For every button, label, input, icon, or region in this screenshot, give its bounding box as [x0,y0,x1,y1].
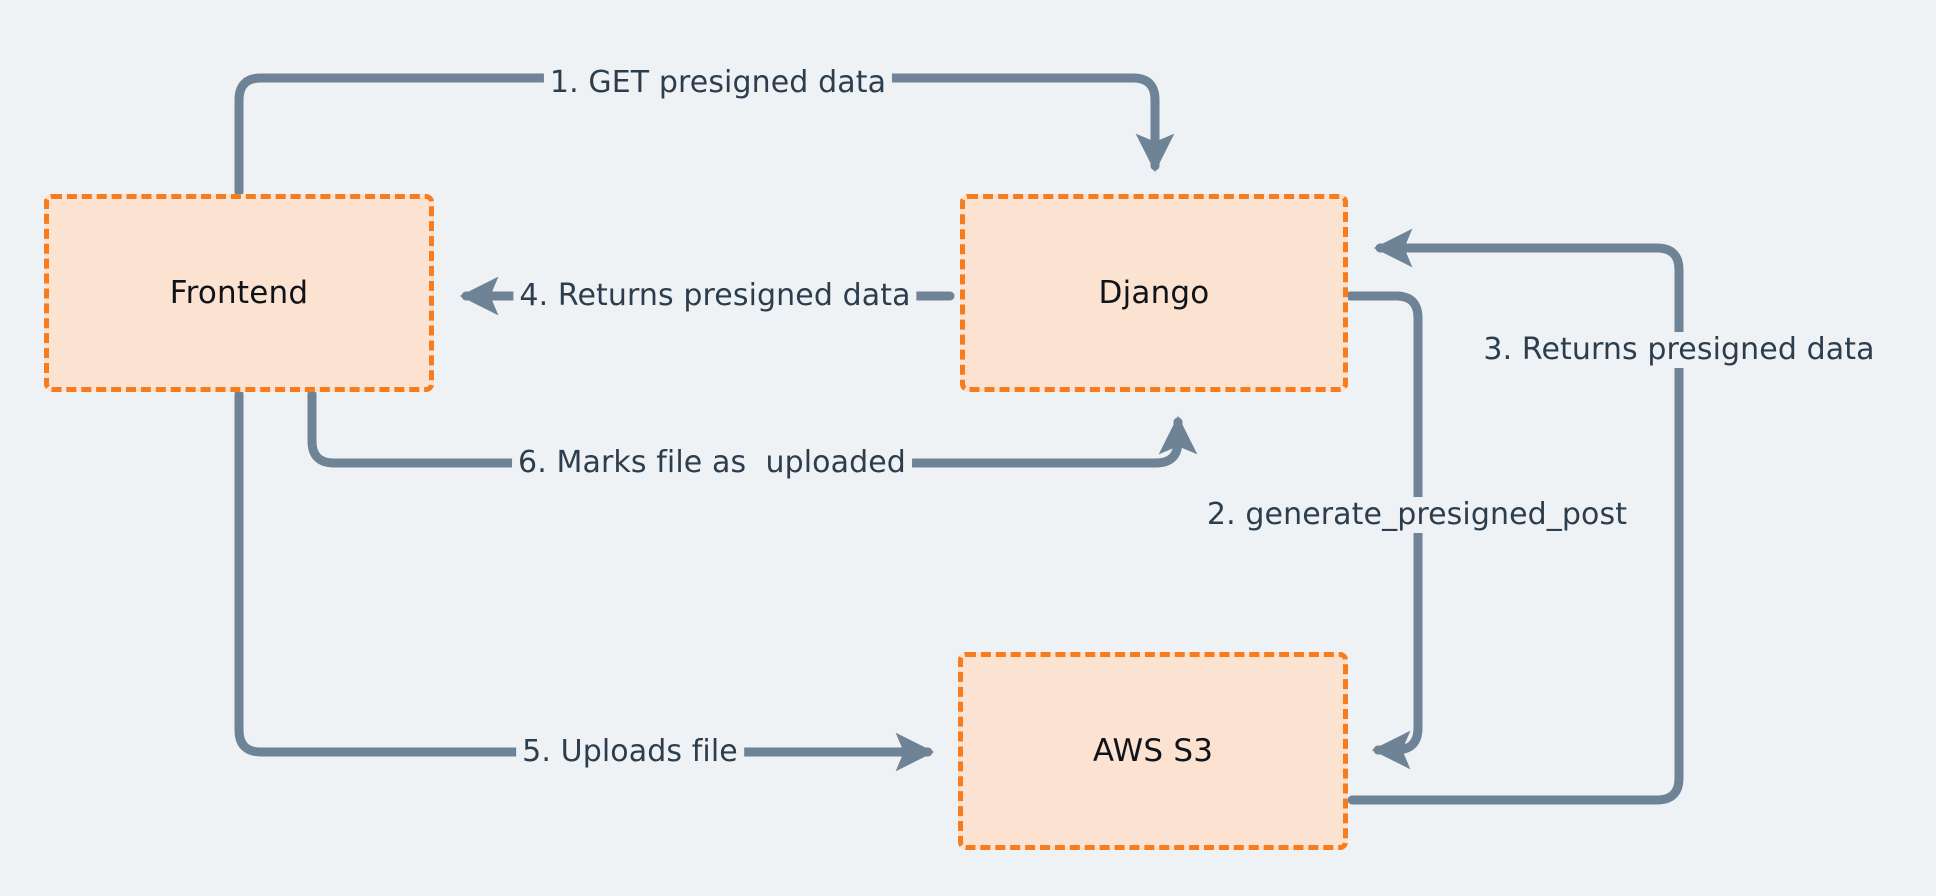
edge-label-1: 1. GET presigned data [543,65,893,101]
node-frontend[interactable]: Frontend [44,194,434,392]
node-aws-s3-label: AWS S3 [1092,733,1214,769]
edge-label-2: 2. generate_presigned_post [1200,497,1634,533]
edge-label-5: 5. Uploads file [516,734,744,770]
edge-label-3: 3. Returns presigned data [1477,332,1881,368]
edge-label-4: 4. Returns presigned data [513,278,917,314]
node-frontend-label: Frontend [169,275,309,311]
edge-3-path [1347,228,1684,805]
node-aws-s3[interactable]: AWS S3 [958,652,1348,850]
edge-5-path [234,389,935,772]
edge-label-6: 6. Marks file as uploaded [512,445,912,481]
node-django-label: Django [1098,275,1210,311]
node-django[interactable]: Django [960,194,1348,392]
